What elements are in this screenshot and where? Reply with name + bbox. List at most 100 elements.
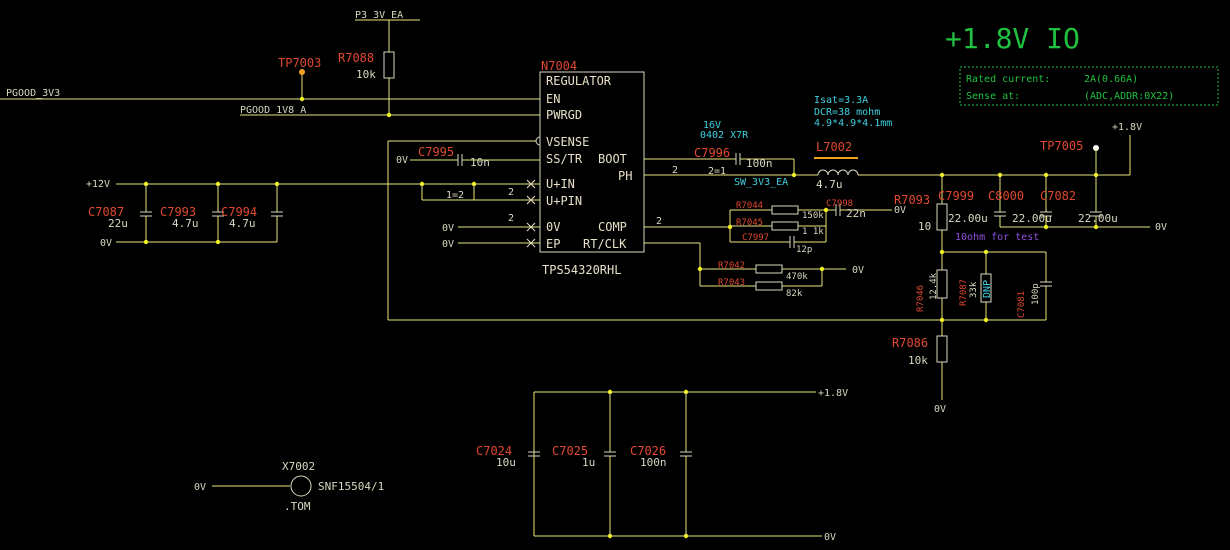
resistor-r7093	[936, 203, 948, 231]
c7024-value: 10u	[496, 456, 516, 469]
r7046-ref: R7046	[916, 285, 926, 312]
net-pgood-3v3: PGOOD_3V3	[6, 88, 60, 99]
net-p3v3: P3_3V_EA	[355, 10, 403, 21]
ic-pin-en: EN	[546, 92, 560, 106]
resistor-r7044	[771, 205, 799, 215]
c7999-ref: C7999	[938, 189, 974, 203]
r7043-value: 82k	[786, 289, 803, 299]
ic-pin-boot: BOOT	[598, 152, 627, 166]
net-sw: SW_3V3_EA	[734, 177, 788, 188]
net-1v8-out: +1.8V	[1112, 122, 1142, 133]
c7081-ref: C7081	[1017, 291, 1027, 318]
r7046-value: 12.4k	[929, 272, 939, 300]
resistor-r7043	[755, 281, 783, 291]
page-title: +1.8V IO	[945, 22, 1080, 55]
c7082-ref: C7082	[1040, 189, 1076, 203]
net-0v-rt: 0V	[852, 265, 864, 276]
resistor-r7042	[755, 264, 783, 274]
ic-pin-rtclk: RT/CLK	[583, 237, 627, 251]
net-0v-ep: 0V	[442, 239, 454, 250]
net-0v-decoupling: 0V	[824, 532, 836, 543]
c7998-value: 22n	[846, 207, 866, 220]
resistor-r7088	[383, 51, 395, 79]
r7093-ref: R7093	[894, 193, 930, 207]
c7025-value: 1u	[582, 456, 595, 469]
c7082-value: 22.00u	[1078, 212, 1118, 225]
sense-note: 10ohm for test	[955, 232, 1039, 243]
ic-pin-0v: 0V	[546, 220, 560, 234]
net-0v-input: 0V	[100, 238, 112, 249]
net-0v-fb: 0V	[934, 404, 946, 415]
net-1v8-decoupling: +1.8V	[818, 388, 848, 399]
ic-pin-comp: COMP	[598, 220, 627, 234]
c7081-value: 100p	[1031, 283, 1041, 305]
r7087-ref: R7087	[959, 279, 969, 306]
c7087-value: 22u	[108, 217, 128, 230]
ic-pin-vsense: VSENSE	[546, 135, 589, 149]
no-connect-marks	[526, 179, 536, 248]
l7002-value: 4.7u	[816, 178, 843, 191]
c7993-ref: C7993	[160, 205, 196, 219]
bus-label-2a: 2	[508, 187, 514, 198]
sense-label: Sense at:	[966, 91, 1020, 102]
c7025-ref: C7025	[552, 444, 588, 458]
r7045-value: 1 1k	[802, 227, 824, 237]
ic-body	[539, 71, 645, 253]
net-pgood-1v8: PGOOD_1V8_A	[240, 105, 306, 116]
ic-pin-pvin: U+PIN	[546, 194, 582, 208]
c7995-value: 10n	[470, 156, 490, 169]
c7996-value: 100n	[746, 157, 773, 170]
ic-part: TPS54320RHL	[542, 263, 621, 277]
r7086-ref: R7086	[892, 336, 928, 350]
ic-pin-regulator: REGULATOR	[546, 74, 612, 88]
c7994-value: 4.7u	[229, 217, 256, 230]
ic-ref: N7004	[541, 59, 577, 73]
c8000-value: 22.00u	[1012, 212, 1052, 225]
c7026-ref: C7026	[630, 444, 666, 458]
r7093-value: 10	[918, 220, 931, 233]
resistor-r7045	[771, 221, 799, 231]
r7087-mark: DNP	[982, 280, 993, 298]
inductor-dcr: DCR=38 mohm	[814, 107, 880, 118]
ic-pin-sstr: SS/TR	[546, 152, 583, 166]
resistor-r7086	[936, 335, 948, 363]
bus-label-2d: 2	[656, 216, 662, 227]
ic-pin-pwrgd: PWRGD	[546, 108, 582, 122]
net-0v-sstr: 0V	[396, 155, 408, 166]
c7997-value: 12p	[796, 245, 812, 255]
boot-cap-voltage: 16V	[703, 120, 721, 131]
r7087-value: 33k	[969, 281, 979, 298]
r7042-ref: R7042	[718, 261, 745, 271]
ic-pin-vin: U+IN	[546, 177, 575, 191]
bus-label-21: 2=1	[708, 166, 726, 177]
bus-label-12: 1=2	[446, 190, 464, 201]
r7044-ref: R7044	[736, 201, 763, 211]
r7043-ref: R7043	[718, 278, 745, 288]
r7088-ref: R7088	[338, 51, 374, 65]
ic-pin-ep: EP	[546, 237, 560, 251]
net-12v: +12V	[86, 179, 110, 190]
r7088-value: 10k	[356, 68, 376, 81]
x7002-ref: X7002	[282, 460, 315, 473]
net-0v-mount: 0V	[194, 482, 206, 493]
c7996-ref: C7996	[694, 146, 730, 160]
inductor-isat: Isat=3.3A	[814, 95, 868, 106]
info-box	[959, 66, 1219, 106]
c7087-ref: C7087	[88, 205, 124, 219]
boot-cap-package: 0402 X7R	[700, 130, 749, 141]
c7998-ref: C7998	[826, 199, 853, 209]
rated-current-label: Rated current:	[966, 74, 1050, 85]
c7026-value: 100n	[640, 456, 667, 469]
c8000-ref: C8000	[988, 189, 1024, 203]
r7044-value: 150k	[802, 211, 824, 221]
tp7003-marker	[299, 69, 305, 75]
r7045-ref: R7045	[736, 218, 763, 228]
c7024-ref: C7024	[476, 444, 512, 458]
x7002-note: .TOM	[284, 500, 311, 513]
c7994-ref: C7994	[221, 205, 257, 219]
c7993-value: 4.7u	[172, 217, 199, 230]
mount-hole-icon	[290, 475, 312, 497]
bus-label-2c: 2	[672, 165, 678, 176]
inductor-size: 4.9*4.9*4.1mm	[814, 118, 892, 129]
